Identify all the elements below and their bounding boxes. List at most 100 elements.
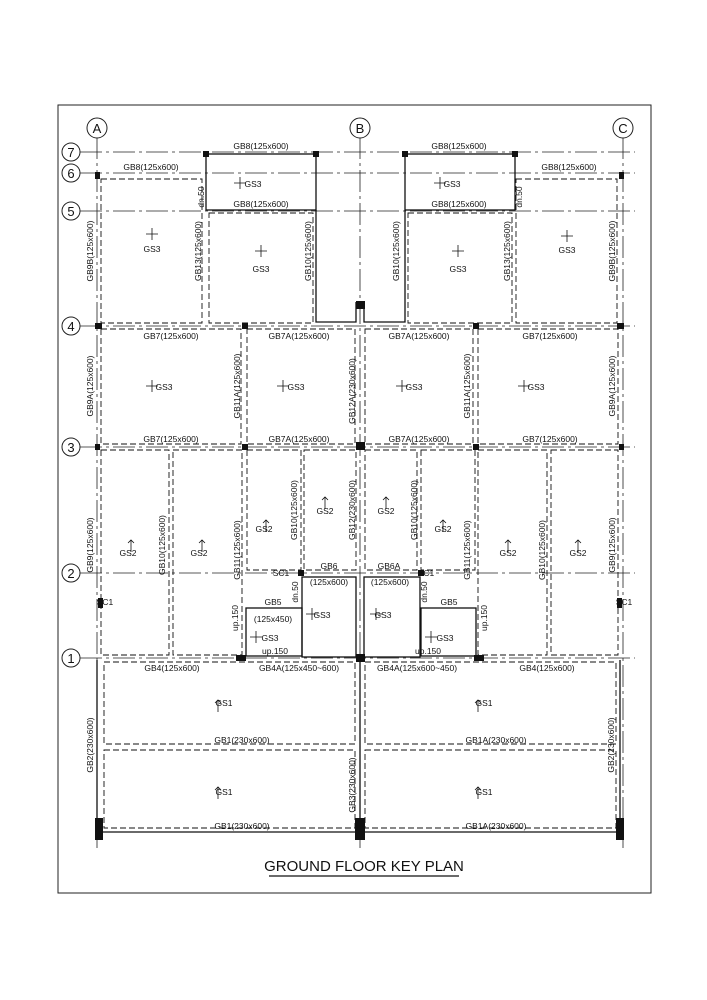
gb2-right-label: GB2(230x600) — [606, 717, 616, 772]
gb7-r3-a-label: GB7(125x600) — [143, 434, 198, 444]
grid-bubble-b: B — [349, 117, 371, 139]
gs3-r5-3-label: GS3 — [449, 264, 466, 274]
gb7a-r3-c-label: GB7A(125x600) — [389, 434, 450, 444]
gb10-center-left-label: GB10(125x600) — [289, 480, 299, 540]
sc1-center-left-label: SC1 — [273, 568, 290, 578]
gb4-right-label: GB4(125x600) — [519, 663, 574, 673]
page-title: GROUND FLOOR KEY PLAN — [264, 858, 464, 875]
two-way-arrow-icon — [425, 631, 437, 643]
one-way-arrow-icon — [504, 539, 512, 552]
gb9-left-label: GB9(125x600) — [85, 517, 95, 572]
one-way-arrow-icon — [574, 539, 582, 552]
up150-right-h-label: up.150 — [415, 646, 441, 656]
column — [98, 598, 103, 608]
one-way-arrow-icon — [321, 496, 329, 509]
gb5-right-label: GB5 — [440, 597, 457, 607]
gs3-top-left-bay-label: GS3 — [244, 179, 261, 189]
gb10-left-top-label: GB10(125x600) — [303, 221, 313, 281]
slab-outline-r3-8 — [550, 449, 619, 656]
grid-label-5: 5 — [67, 204, 74, 219]
column — [619, 172, 624, 179]
gs2-8-label: GS2 — [569, 548, 586, 558]
column — [473, 323, 479, 329]
grid-label-b: B — [356, 121, 365, 136]
grid-label-4: 4 — [67, 319, 74, 334]
gs3-top-right-bay-label: GS3 — [443, 179, 460, 189]
one-way-arrow-icon — [439, 519, 447, 532]
gb6-label: GB6 — [320, 561, 337, 571]
gb7-r3-d-label: GB7(125x600) — [522, 434, 577, 444]
grid-label-3: 3 — [67, 440, 74, 455]
gb11-right-label: GB11(125x600) — [462, 520, 472, 580]
two-way-arrow-icon — [277, 380, 289, 392]
grid-bubble-1: 1 — [61, 648, 81, 668]
column — [95, 172, 100, 179]
gs1-4-label: GS1 — [475, 787, 492, 797]
gb6a-size-label: (125x600) — [371, 577, 409, 587]
gb9-right-label: GB9(125x600) — [607, 517, 617, 572]
one-way-arrow-icon — [127, 539, 135, 552]
gb11-left-label: GB11(125x600) — [232, 520, 242, 580]
gb8-r6-left-label: GB8(125x600) — [123, 162, 178, 172]
gb4a-left-label: GB4A(125x450~600) — [259, 663, 339, 673]
landing-right — [420, 607, 477, 657]
gs3-r5-1-label: GS3 — [143, 244, 160, 254]
gb10-right-mid-label: GB10(125x600) — [537, 520, 547, 580]
column — [356, 301, 365, 309]
grid-bubble-a: A — [86, 117, 108, 139]
gb7a-r3-b-label: GB7A(125x600) — [269, 434, 330, 444]
gs3-r4-3-label: GS3 — [405, 382, 422, 392]
slab-outline-r5-1 — [100, 178, 203, 324]
bay-top-right-outline — [404, 153, 516, 211]
gs3-r5-4-label: GS3 — [558, 245, 575, 255]
gs3-r4-2-label: GS3 — [287, 382, 304, 392]
stair-core-right — [363, 576, 421, 658]
gb11a-left-label: GB11A(125x600) — [232, 353, 242, 418]
gb9b-left-label: GB9B(125x600) — [85, 220, 95, 281]
gs3-core-left-label: GS3 — [313, 610, 330, 620]
column — [418, 570, 424, 576]
two-way-arrow-icon — [518, 380, 530, 392]
gb8-r5-right-label: GB8(125x600) — [431, 199, 486, 209]
grid-bubble-3: 3 — [61, 437, 81, 457]
grid-lines — [80, 137, 635, 848]
two-way-arrow-icon — [370, 608, 382, 620]
up150-left-h-label: up.150 — [262, 646, 288, 656]
slab-outlines — [100, 178, 619, 829]
grid-label-2: 2 — [67, 566, 74, 581]
gb10-right-top-label: GB10(125x600) — [391, 221, 401, 281]
grid-bubble-2: 2 — [61, 563, 81, 583]
one-way-arrow-icon — [214, 786, 222, 799]
gb10-center-right-label: GB10(125x600) — [409, 480, 419, 540]
one-way-arrow-icon — [474, 786, 482, 799]
column — [95, 323, 102, 329]
column — [617, 598, 622, 608]
gb1-bot-label: GB1(230x600) — [214, 821, 269, 831]
gb13-left-label: GB13(125x600) — [193, 221, 203, 281]
gs3-landing-right-label: GS3 — [436, 633, 453, 643]
bay-top-left-outline — [205, 153, 317, 211]
gb7-r4-a-label: GB7(125x600) — [143, 331, 198, 341]
slab-outline-gs1-2 — [364, 661, 617, 745]
slab-outline-r3-5 — [364, 449, 418, 571]
column — [242, 444, 248, 450]
gb13-right-label: GB13(125x600) — [502, 221, 512, 281]
up150-right-v-label: up.150 — [479, 605, 489, 631]
gb8-r6-right-label: GB8(125x600) — [541, 162, 596, 172]
slab-outline-r5-3 — [407, 212, 513, 324]
gs2-2-label: GS2 — [190, 548, 207, 558]
gb11a-right-label: GB11A(125x600) — [462, 353, 472, 418]
grid-bubble-7: 7 — [61, 142, 81, 162]
column — [474, 655, 484, 661]
one-way-arrow-icon — [262, 519, 270, 532]
one-way-arrow-icon — [198, 539, 206, 552]
column — [402, 151, 408, 157]
slab-outline-r3-6 — [420, 449, 476, 571]
slab-outline-r3-2 — [172, 449, 243, 656]
slab-outline-r4-2 — [246, 328, 356, 445]
gs3-r5-2-label: GS3 — [252, 264, 269, 274]
two-way-arrow-icon — [255, 245, 267, 257]
labels: GB8(125x600)GB8(125x600)GB8(125x600)GB8(… — [85, 141, 633, 831]
gs2-7-label: GS2 — [499, 548, 516, 558]
